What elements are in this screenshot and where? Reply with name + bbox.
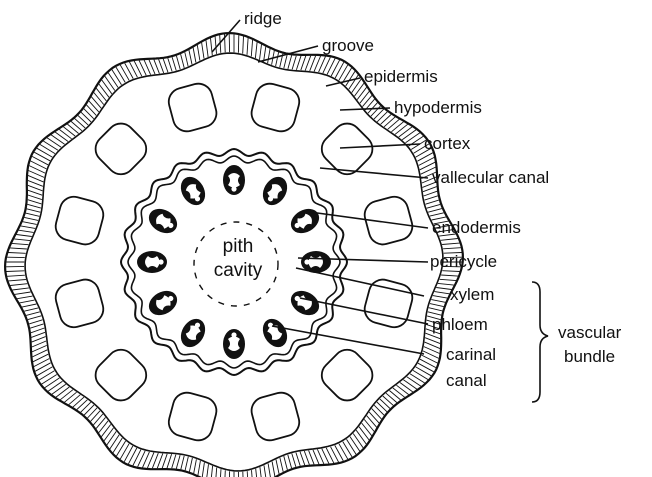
- vascular-bundle: [137, 251, 167, 273]
- vascular-bundle: [223, 165, 245, 195]
- carinal-canal: [304, 259, 309, 264]
- carinal-label: carinal: [446, 345, 496, 364]
- cortex-label: cortex: [424, 134, 471, 153]
- carinal-canal: [231, 186, 236, 191]
- vallecular-canal-label: vallecular canal: [432, 168, 549, 187]
- phloem-label: phloem: [432, 315, 488, 334]
- cavity-label: cavity: [214, 260, 263, 281]
- endodermis-label: endodermis: [432, 218, 521, 237]
- hypodermis-label: hypodermis: [394, 98, 482, 117]
- canal-label: canal: [446, 371, 487, 390]
- vascular-bundle: [223, 329, 245, 359]
- vascular-bundle-brace: [532, 282, 548, 402]
- pith-label: pith: [223, 236, 254, 257]
- bundle-label: bundle: [564, 347, 615, 366]
- carinal-canal: [158, 259, 163, 264]
- vascular-label: vascular: [558, 323, 622, 342]
- pericycle-label: pericycle: [430, 252, 497, 271]
- groove-label: groove: [322, 36, 374, 55]
- xylem-label: xylem: [450, 285, 494, 304]
- epidermis-label: epidermis: [364, 67, 438, 86]
- ridge-label: ridge: [244, 9, 282, 28]
- carinal-canal: [231, 332, 236, 337]
